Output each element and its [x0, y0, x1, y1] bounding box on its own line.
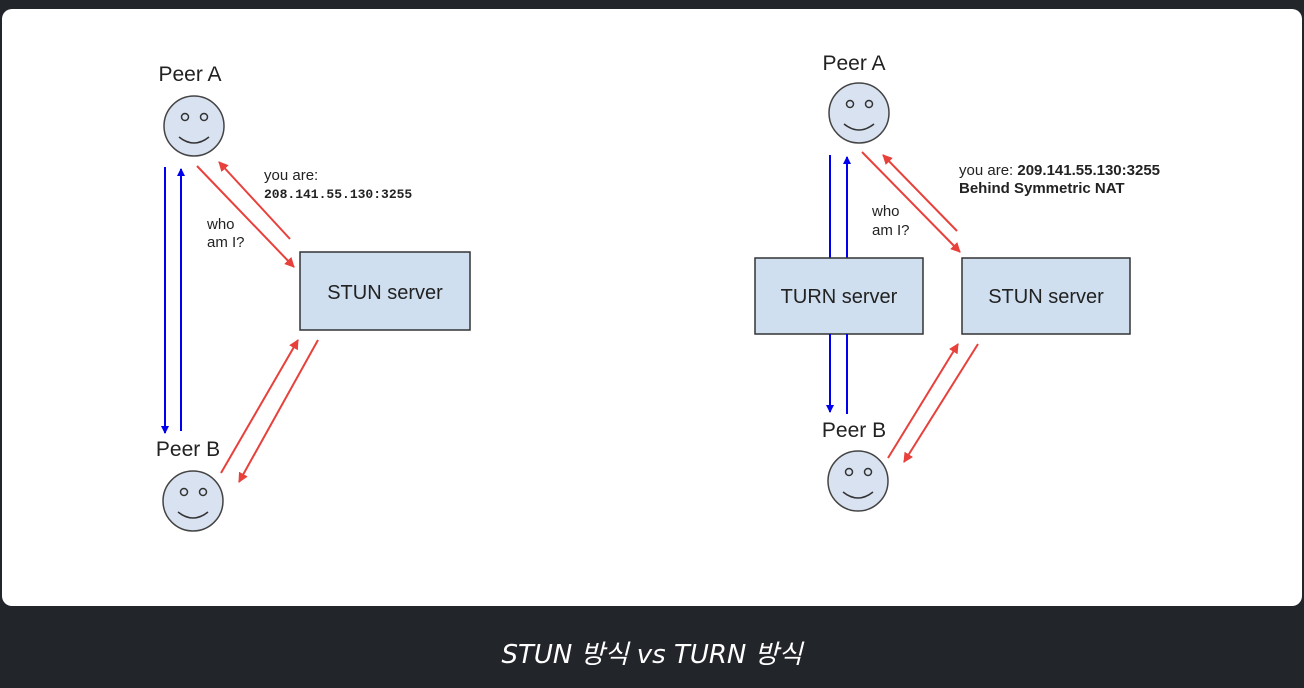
left-address-text: 208.141.55.130:3255 [264, 187, 412, 202]
left-red-arrow-stun-to-a [218, 161, 291, 240]
left-peer-a-face-icon [163, 95, 225, 157]
right-peer-b-label: Peer B [822, 419, 886, 442]
right-peer-a-label: Peer A [822, 52, 885, 75]
right-stun-server-box [961, 257, 1131, 335]
right-you-are-text: you are: [959, 162, 1017, 179]
right-peer-a-face-icon [828, 82, 890, 144]
left-who-text: who [206, 216, 235, 233]
right-red-arrow-b-to-stun [887, 343, 959, 459]
right-address-text: 209.141.55.130:3255 [1017, 162, 1160, 179]
left-peer-b-face-icon [162, 470, 224, 532]
left-stun-server-box [299, 251, 471, 331]
right-am-i-text: am I? [872, 222, 910, 239]
right-nat-text: Behind Symmetric NAT [959, 180, 1125, 197]
right-peer-b-face-icon [827, 450, 889, 512]
right-who-text: who [871, 203, 900, 220]
right-you-are-line: you are: 209.141.55.130:3255 [959, 162, 1160, 179]
stun-diagram: Peer A you are: 208.141.55.130:3255 who … [156, 63, 471, 532]
left-red-arrow-a-to-stun [196, 165, 295, 268]
diagram-panel: Peer A you are: 208.141.55.130:3255 who … [2, 9, 1302, 606]
left-red-arrow-stun-to-b [238, 339, 319, 483]
left-am-i-text: am I? [207, 234, 245, 251]
figure-caption: STUN 방식 vs TURN 방식 [501, 640, 803, 670]
right-red-arrow-stun-to-a [882, 154, 958, 232]
right-red-arrow-a-to-stun [861, 151, 961, 253]
left-red-arrow-b-to-stun [220, 339, 299, 474]
right-turn-server-label: TURN server [781, 286, 898, 308]
left-peer-b-label: Peer B [156, 438, 220, 461]
right-turn-server-box [754, 257, 924, 335]
left-peer-a-label: Peer A [158, 63, 221, 86]
right-red-arrow-stun-to-b [903, 343, 979, 463]
right-stun-server-label: STUN server [988, 286, 1104, 308]
diagram-svg: Peer A you are: 208.141.55.130:3255 who … [156, 52, 1160, 532]
left-you-are-text: you are: [264, 167, 318, 184]
turn-diagram: Peer A you are: 209.141.55.130:3255 Behi… [754, 52, 1160, 512]
left-stun-server-label: STUN server [327, 282, 443, 304]
